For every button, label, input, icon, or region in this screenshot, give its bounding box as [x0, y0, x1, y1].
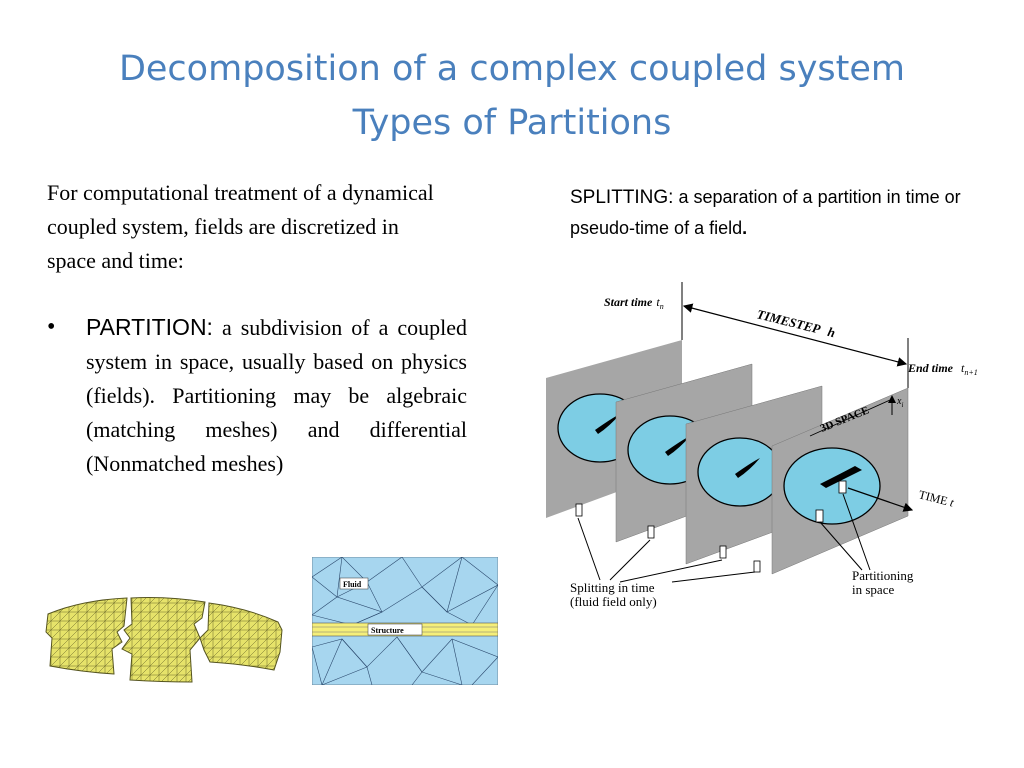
fluid-structure-mesh-figure: Fluid Structure — [312, 557, 498, 685]
slide-subtitle: Types of Partitions — [352, 103, 672, 143]
splitting-period: . — [742, 218, 748, 238]
time-axis-arrow — [847, 487, 914, 512]
splitting-caption: Splitting in time (fluid field only) — [570, 580, 658, 609]
time-axis-label: TIMEt — [917, 487, 956, 509]
mesh-partition-right — [199, 602, 283, 671]
splitting-definition: a separation of a partition in time or p… — [570, 187, 961, 238]
partition-definition: a subdivision of a coupled system in spa… — [86, 315, 467, 476]
intro-paragraph: For computational treatment of a dynamic… — [47, 180, 434, 273]
mesh-partition-middle — [121, 597, 206, 683]
splitting-pointer-lines — [577, 517, 756, 583]
time-plane-4 — [771, 387, 909, 575]
partitioned-mesh-figure — [45, 597, 283, 683]
mesh-partition-left — [45, 597, 128, 675]
splitting-definition-block: SPLITTING: a separation of a partition i… — [570, 182, 1020, 243]
bullet-text: PARTITION: a subdivision of a coupled sy… — [86, 310, 467, 481]
timestep-arrow — [682, 303, 908, 367]
partitioning-pointer-lines — [819, 493, 871, 571]
fluid-label: Fluid — [343, 580, 362, 589]
bullet-marker: • — [47, 314, 56, 340]
partition-term: PARTITION: — [86, 314, 213, 340]
structure-label: Structure — [371, 626, 404, 635]
splitting-term: SPLITTING: — [570, 187, 674, 208]
slide-title: Decomposition of a complex coupled syste… — [118, 49, 906, 89]
space-axis-symbol: xi — [896, 396, 903, 409]
partitioning-caption: Partitioning in space — [852, 568, 917, 597]
